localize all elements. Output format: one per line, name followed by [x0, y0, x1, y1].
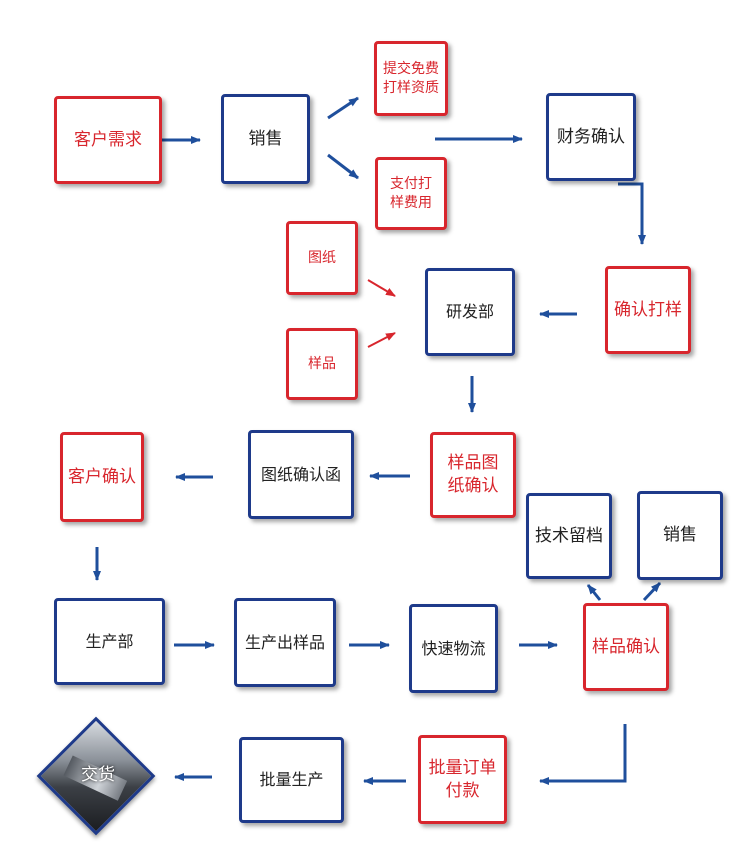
- node-sample-confirm: 样品确认: [583, 603, 669, 691]
- arrow-confirm-to-tech: [586, 584, 602, 601]
- node-drawing-letter: 图纸确认函: [248, 430, 354, 519]
- arrow-sales-to-pay: [327, 153, 359, 180]
- node-order-payment: 批量订单 付款: [418, 735, 507, 824]
- node-express: 快速物流: [409, 604, 498, 693]
- node-sales: 销售: [221, 94, 310, 184]
- node-mass-production-label: 批量生产: [259, 770, 324, 790]
- node-customer-confirm: 客户确认: [60, 432, 144, 522]
- node-sample-label: 样品: [308, 355, 336, 372]
- node-rnd-label: 研发部: [445, 302, 494, 322]
- node-pay-fee-line2: 样费用: [390, 194, 432, 211]
- node-delivery-label: 交货: [81, 765, 115, 785]
- node-rnd: 研发部: [425, 268, 515, 356]
- arrow-finance-to-confirm: [618, 182, 646, 245]
- node-production-sample-label: 生产出样品: [244, 632, 325, 652]
- arrow-confirm-to-sales: [642, 581, 662, 602]
- node-pay-fee-line1: 支付打: [390, 175, 432, 192]
- node-sample-drawing-confirm-line1: 样品图: [447, 453, 499, 474]
- node-customer-demand: 客户需求: [54, 96, 162, 184]
- node-finance-confirm-label: 财务确认: [557, 126, 625, 147]
- arrow-drawing-to-rnd: [367, 279, 396, 297]
- node-drawing: 图纸: [286, 221, 358, 295]
- node-order-payment-line1: 批量订单: [428, 757, 497, 778]
- node-sales-label: 销售: [248, 128, 283, 149]
- node-sample-drawing-confirm-line2: 纸确认: [447, 476, 499, 496]
- node-finance-confirm: 财务确认: [546, 93, 636, 181]
- node-confirm-sampling-label: 确认打样: [614, 299, 682, 320]
- node-sales-2: 销售: [637, 491, 723, 580]
- node-sales-2-label: 销售: [663, 525, 697, 546]
- node-customer-demand-label: 客户需求: [74, 129, 142, 150]
- node-submit-free: 提交免费 打样资质: [374, 41, 448, 116]
- node-production-dept: 生产部: [54, 598, 165, 685]
- node-order-payment-line2: 付款: [445, 780, 480, 801]
- node-pay-fee: 支付打 样费用: [375, 157, 447, 230]
- node-production-dept-label: 生产部: [85, 631, 134, 651]
- node-drawing-label: 图纸: [308, 249, 336, 266]
- node-sample: 样品: [286, 328, 358, 400]
- node-submit-free-line2: 打样资质: [383, 79, 439, 96]
- node-sample-drawing-confirm: 样品图 纸确认: [430, 432, 516, 518]
- node-express-label: 快速物流: [421, 638, 486, 658]
- arrow-sample-to-rnd: [367, 332, 396, 348]
- node-tech-archive-label: 技术留档: [535, 525, 603, 546]
- node-sample-confirm-label: 样品确认: [592, 636, 660, 657]
- node-confirm-sampling: 确认打样: [605, 266, 691, 354]
- arrow-sales-to-submit: [327, 96, 359, 120]
- node-mass-production: 批量生产: [239, 737, 344, 823]
- node-tech-archive: 技术留档: [526, 493, 612, 579]
- node-customer-confirm-label: 客户确认: [68, 466, 136, 487]
- node-production-sample: 生产出样品: [234, 598, 336, 687]
- arrow-confirm-to-order: [539, 724, 627, 785]
- node-drawing-letter-label: 图纸确认函: [260, 464, 341, 484]
- node-submit-free-line1: 提交免费: [383, 60, 439, 77]
